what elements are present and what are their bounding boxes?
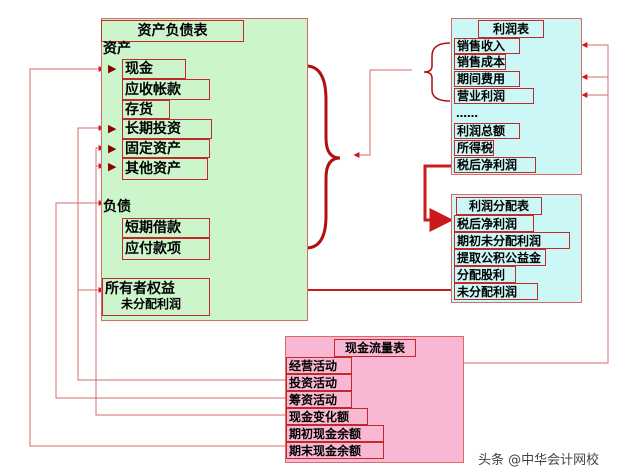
balance-sheet-brace	[305, 64, 341, 250]
income-statement-panel	[451, 18, 582, 175]
income-item-sales-revenue: 销售收入	[454, 38, 520, 54]
long-term-marker-icon: ▶	[108, 122, 117, 135]
net-profit-to-distribution-arrow	[423, 164, 454, 232]
income-item-cost-of-sales: 销售成本	[454, 54, 506, 70]
distribution-item-undistributed: 未分配利润	[454, 283, 538, 300]
distribution-item-reserve-fund: 提取公积公益金	[454, 249, 546, 266]
equity-label: 所有者权益	[105, 281, 175, 297]
income-item-net-profit: 税后净利润	[454, 157, 536, 173]
income-item-operating-profit: 营业利润	[454, 88, 534, 104]
asset-inventory: 存货	[122, 100, 170, 119]
asset-long-term-investment: 长期投资	[122, 119, 212, 139]
cash-marker-icon: ▶	[108, 62, 117, 75]
distribution-item-dividends: 分配股利	[454, 266, 516, 283]
income-item-period-expenses: 期间费用	[454, 71, 520, 87]
financing-to-liabilities-line	[55, 200, 285, 399]
income-item-ellipsis: ……	[456, 107, 478, 120]
equity-undistributed-profit: 未分配利润	[121, 297, 182, 311]
income-top-loop	[581, 42, 609, 77]
income-statement-title: 利润表	[478, 20, 544, 38]
liabilities-label: 负债	[103, 199, 131, 215]
distribution-item-opening-undistributed: 期初未分配利润	[454, 232, 570, 249]
fixed-assets-marker-icon: ▶	[108, 142, 117, 155]
income-to-bs-link	[353, 69, 412, 158]
income-item-income-tax: 所得税	[454, 140, 494, 156]
balance-sheet-panel	[101, 18, 308, 321]
cash-flow-item-investing: 投资活动	[286, 374, 352, 391]
asset-cash: 现金	[122, 59, 186, 79]
investing-to-long-term-line	[77, 125, 285, 381]
cash-flow-item-opening-balance: 期初现金余额	[286, 425, 384, 442]
liability-payables: 应付款项	[122, 238, 210, 260]
income-brace	[423, 42, 451, 102]
cash-flow-title: 现金流量表	[334, 339, 416, 357]
cash-flow-item-operating: 经营活动	[286, 357, 352, 374]
assets-label: 资产	[103, 41, 131, 57]
income-item-total-profit: 利润总额	[454, 123, 520, 139]
profit-distribution-title: 利润分配表	[456, 197, 542, 215]
cashflow-to-cash-line	[29, 66, 285, 447]
cash-to-fixed-assets-line	[95, 145, 285, 416]
asset-receivables: 应收帐款	[122, 79, 210, 100]
distribution-item-net-profit: 税后净利润	[454, 215, 534, 232]
operating-to-income-line	[352, 74, 609, 364]
income-bottom-loop	[581, 77, 609, 98]
asset-fixed-assets: 固定资产	[122, 139, 210, 158]
watermark: 头条 @中华会计网校	[478, 453, 600, 468]
balance-sheet-title: 资产负债表	[101, 20, 244, 42]
cash-flow-item-closing-balance: 期末现金余额	[286, 442, 384, 459]
liability-short-term-loans: 短期借款	[122, 218, 210, 238]
cash-flow-item-financing: 筹资活动	[286, 391, 352, 408]
cash-flow-item-cash-change: 现金变化额	[286, 408, 368, 425]
equity-box: 所有者权益	[102, 278, 210, 316]
other-assets-marker-icon: ▶	[108, 160, 117, 173]
asset-other-assets: 其他资产	[122, 158, 208, 180]
